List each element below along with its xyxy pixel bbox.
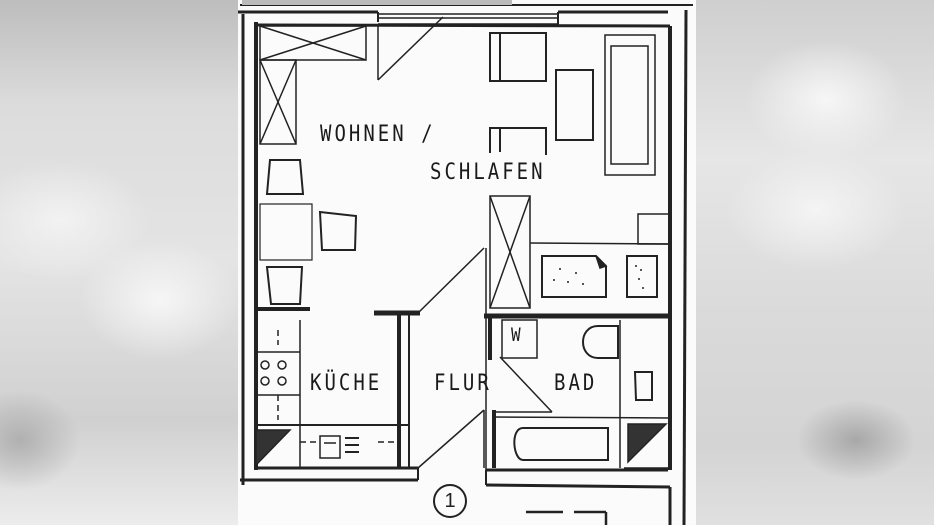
room-label-flur: FLUR [434,370,492,396]
washer-label: W [511,323,521,346]
room-label-kueche: KÜCHE [310,370,383,396]
interior-walls [256,248,670,470]
outer-walls [238,0,693,525]
kitchen-fixtures [255,330,398,467]
room-label-schlafen: SCHLAFEN [430,159,546,185]
room-label-bad: BAD [554,370,598,396]
hall-closet [489,195,531,309]
blurred-background-right [696,0,934,525]
dining-furniture [259,159,358,305]
apartment-number-badge: 1 [433,484,467,518]
floor-plan: WOHNEN / SCHLAFEN KÜCHE FLUR BAD W 1 [238,0,696,525]
living-furniture [489,32,656,176]
bottom-fixture [526,510,608,525]
room-label-wohnen: WOHNEN / [320,121,436,147]
door-swings-flur [417,247,553,469]
wardrobe [259,25,367,145]
bathroom-fixtures [493,319,671,469]
blurred-background-left [0,0,238,525]
door-swing-top [377,16,444,81]
kitchenette [529,213,671,298]
floor-plan-drawing [238,0,693,525]
